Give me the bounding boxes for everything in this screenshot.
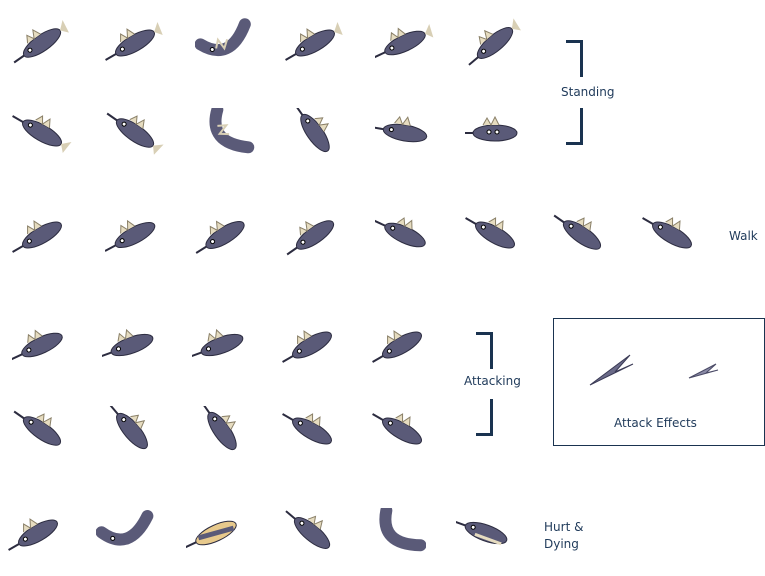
fish-sprite-standing-8 (106, 112, 164, 155)
fish-sprite-standing-1 (13, 20, 69, 64)
fish-sprite-standing-7 (12, 115, 72, 154)
walk-label: Walk (729, 229, 758, 243)
hurt-label-line2: Dying (544, 537, 579, 551)
fish-sprite-walk-7 (553, 214, 602, 250)
fish-sprite-attack-1 (12, 329, 63, 361)
hurt-label-line1: Hurt & (544, 520, 584, 534)
fish-sprite-standing-5 (375, 23, 434, 59)
fish-sprite-walk-4 (286, 220, 335, 256)
fish-sprite-standing-10 (294, 108, 330, 153)
standing-label: Standing (561, 85, 615, 99)
fish-sprite-walk-5 (375, 217, 426, 248)
fish-sprite-hurt-4 (285, 510, 331, 549)
fish-sprite-attack-3 (192, 328, 244, 358)
attack-effects-label: Attack Effects (614, 416, 697, 430)
fish-sprite-attack-7 (109, 406, 148, 450)
attack-effect-large (589, 354, 634, 386)
fish-sprite-standing-6 (468, 18, 521, 66)
attacking-bracket-bottom (476, 399, 493, 436)
fish-sprite-standing-12 (465, 115, 518, 142)
fish-sprite-standing-9 (209, 108, 255, 154)
fish-sprite-standing-4 (285, 21, 343, 61)
fish-sprite-attack-4 (282, 330, 332, 363)
standing-bracket-bottom (566, 108, 583, 145)
fish-sprite-walk-2 (105, 219, 156, 252)
fish-sprite-attack-6 (13, 410, 62, 446)
fish-sprite-standing-11 (375, 115, 428, 143)
attacking-label: Attacking (464, 374, 521, 388)
fish-sprite-attack-5 (372, 330, 422, 363)
attack-effect-small (688, 363, 719, 379)
fish-sprite-hurt-6 (456, 520, 508, 546)
fish-sprite-hurt-3 (186, 520, 237, 549)
fish-sprite-hurt-2 (96, 510, 154, 546)
fish-sprite-standing-3 (195, 18, 251, 57)
fish-sprite-attack-8 (201, 406, 237, 451)
fish-sprite-attack-9 (282, 413, 332, 445)
fish-sprite-walk-6 (465, 217, 515, 249)
standing-bracket-top (566, 40, 583, 77)
fish-sprite-walk-1 (12, 220, 62, 253)
attacking-bracket-top (476, 332, 493, 369)
fish-sprite-attack-10 (372, 413, 422, 445)
fish-sprite-standing-2 (105, 21, 163, 61)
fish-sprite-walk-3 (195, 220, 245, 254)
fish-sprite-attack-2 (102, 328, 154, 358)
fish-sprite-hurt-5 (379, 508, 426, 552)
hurt-dying-label: Hurt & Dying (544, 519, 583, 553)
fish-sprite-walk-8 (642, 217, 692, 249)
fish-sprite-hurt-1 (8, 518, 58, 551)
